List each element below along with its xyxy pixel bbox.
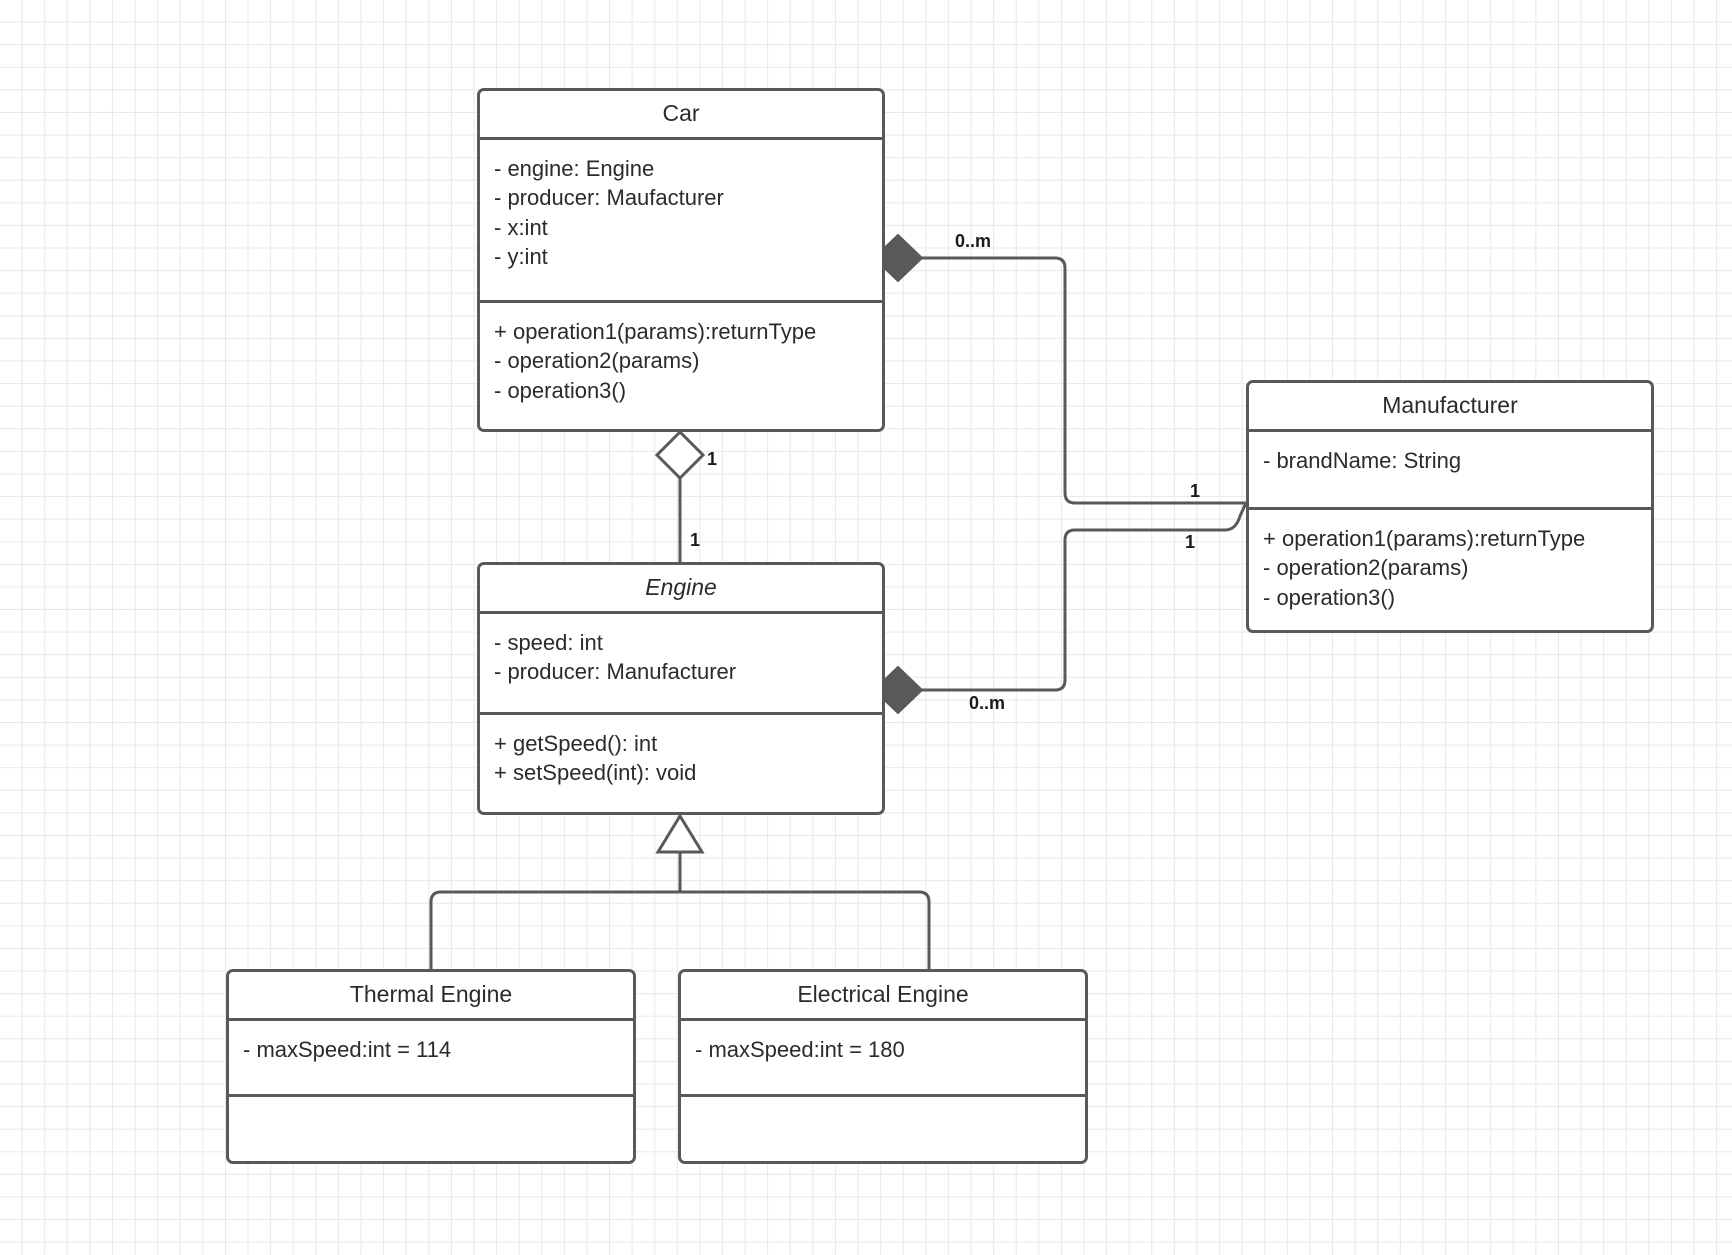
operation-row: + operation1(params):returnType: [1263, 526, 1586, 551]
class-operations-manufacturer: + operation1(params):returnType - operat…: [1249, 510, 1651, 622]
class-box-electrical-engine[interactable]: Electrical Engine - maxSpeed:int = 180: [678, 969, 1088, 1164]
class-operations-thermal-engine: [229, 1097, 633, 1121]
multiplicity-car-composition-source: 0..m: [955, 231, 992, 251]
class-divider: [480, 137, 882, 140]
class-name-engine: Engine: [645, 574, 717, 601]
class-attributes-electrical-engine: - maxSpeed:int = 180: [681, 1021, 1085, 1094]
class-attributes-engine: - speed: int - producer: Manufacturer: [480, 614, 882, 712]
class-divider: [480, 712, 882, 715]
generalization-triangle: [655, 813, 705, 854]
class-box-car[interactable]: Car - engine: Engine - producer: Maufact…: [477, 88, 885, 432]
operation-row: - operation3(): [1263, 584, 1396, 610]
class-box-thermal-engine[interactable]: Thermal Engine - maxSpeed:int = 114: [226, 969, 636, 1164]
attribute-row: - brandName: String: [1263, 448, 1462, 473]
class-attributes-car: - engine: Engine - producer: Maufacturer…: [480, 140, 882, 300]
class-attributes-thermal-engine: - maxSpeed:int = 114: [229, 1021, 633, 1094]
operation-row: - operation2(params): [1263, 555, 1469, 581]
attribute-row: - engine: Engine: [494, 156, 655, 181]
class-divider: [1249, 429, 1651, 432]
class-divider: [681, 1094, 1085, 1097]
multiplicity-aggregation-engine-end: 1: [690, 530, 701, 550]
operation-row: - operation3(): [494, 377, 627, 403]
class-divider: [229, 1094, 633, 1097]
class-divider: [229, 1018, 633, 1021]
operation-row: + getSpeed(): int: [494, 731, 658, 756]
class-box-manufacturer[interactable]: Manufacturer - brandName: String + opera…: [1246, 380, 1654, 633]
class-name-electrical-engine: Electrical Engine: [797, 981, 969, 1008]
operation-row: - operation2(params): [494, 348, 700, 374]
class-divider: [480, 300, 882, 303]
multiplicity-engine-composition-target: 1: [1185, 532, 1196, 552]
multiplicity-car-composition-target: 1: [1190, 481, 1201, 501]
attribute-row: - producer: Maufacturer: [494, 185, 724, 211]
class-operations-engine: + getSpeed(): int + setSpeed(int): void: [480, 715, 882, 798]
class-divider: [1249, 507, 1651, 510]
operation-row: + operation1(params):returnType: [494, 319, 817, 344]
class-divider: [681, 1018, 1085, 1021]
class-operations-car: + operation1(params):returnType - operat…: [480, 303, 882, 415]
operation-row: + setSpeed(int): void: [494, 760, 697, 786]
class-operations-electrical-engine: [681, 1097, 1085, 1121]
edge-car-manufacturer: [884, 256, 1246, 505]
edge-generalization-bus: [429, 890, 931, 969]
class-divider: [480, 611, 882, 614]
aggregation-diamond-car-engine: [654, 429, 706, 481]
multiplicity-aggregation-car-end: 1: [707, 449, 718, 469]
attribute-row: - speed: int: [494, 630, 603, 655]
class-box-engine[interactable]: Engine - speed: int - producer: Manufact…: [477, 562, 885, 815]
attribute-row: - maxSpeed:int = 114: [243, 1037, 452, 1062]
attribute-row: - x:int: [494, 214, 548, 240]
attribute-row: - maxSpeed:int = 180: [695, 1037, 905, 1062]
class-name-thermal-engine: Thermal Engine: [349, 981, 513, 1008]
attribute-row: - producer: Manufacturer: [494, 659, 737, 685]
class-attributes-manufacturer: - brandName: String: [1249, 432, 1651, 507]
class-name-car: Car: [662, 100, 700, 127]
multiplicity-engine-composition-source: 0..m: [969, 693, 1006, 713]
attribute-row: - y:int: [494, 243, 548, 269]
class-name-manufacturer: Manufacturer: [1382, 392, 1518, 419]
